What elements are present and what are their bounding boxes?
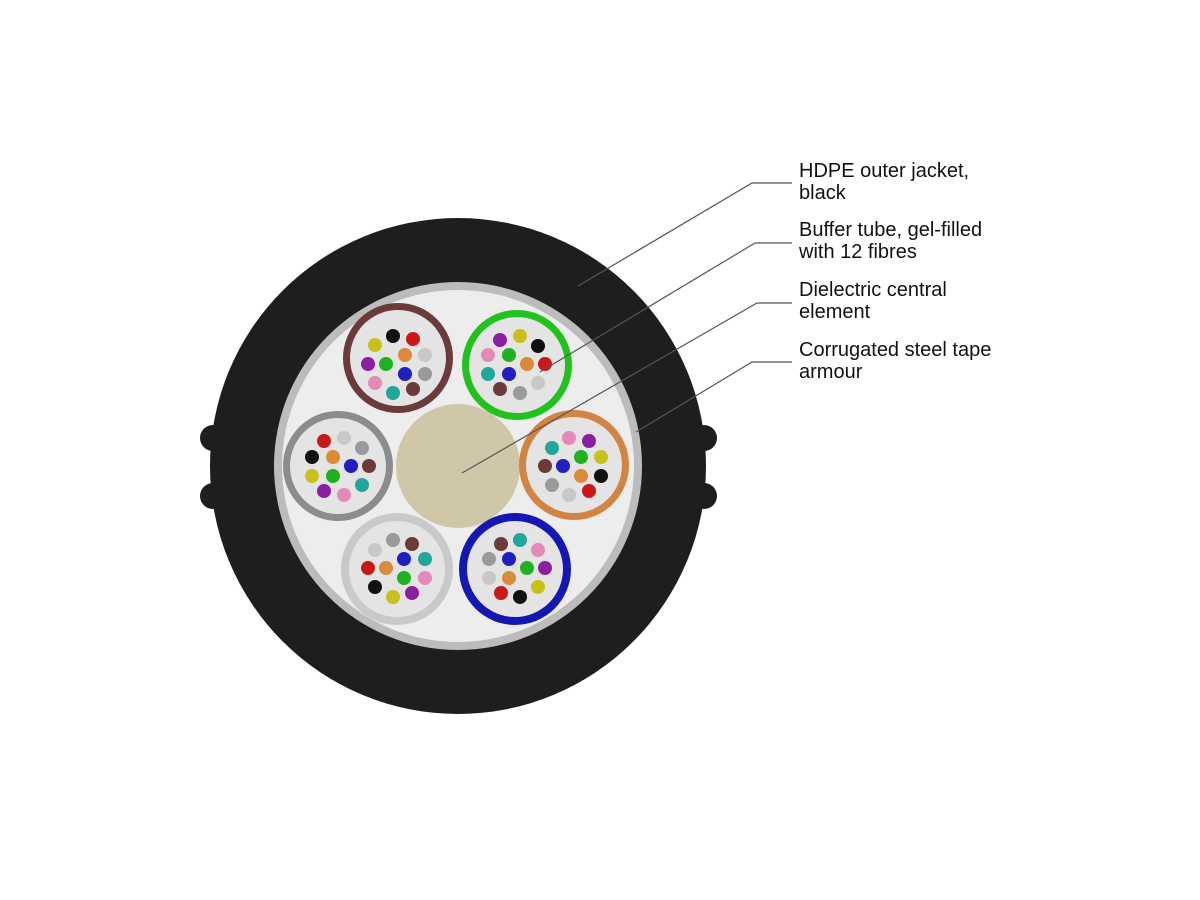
fibre <box>379 357 393 371</box>
fibre <box>594 450 608 464</box>
label-central-element-line2: element <box>799 301 871 323</box>
fibre <box>398 367 412 381</box>
fibre <box>326 469 340 483</box>
fibre <box>326 450 340 464</box>
fibre <box>502 571 516 585</box>
fibre <box>520 357 534 371</box>
fibre <box>337 431 351 445</box>
fibre <box>502 552 516 566</box>
dielectric-central-element <box>396 404 520 528</box>
fibre <box>582 484 596 498</box>
label-jacket: HDPE outer jacket, black <box>799 160 975 204</box>
fibre <box>531 339 545 353</box>
label-jacket-line2: black <box>799 182 847 204</box>
fibre <box>398 348 412 362</box>
buffer-tube-right <box>519 410 629 520</box>
fibre <box>386 386 400 400</box>
label-armour: Corrugated steel tape armour <box>799 339 997 383</box>
fibre <box>418 571 432 585</box>
fibre <box>344 459 358 473</box>
fibre <box>493 382 507 396</box>
label-buffer-tube: Buffer tube, gel-filled with 12 fibres <box>798 219 988 263</box>
fibre <box>397 571 411 585</box>
fibre <box>494 537 508 551</box>
leader-line-jacket <box>577 182 792 287</box>
leader-line-buffer-tube <box>539 242 792 373</box>
fibre <box>361 561 375 575</box>
fibre <box>406 332 420 346</box>
buffer-tube-left <box>283 411 393 521</box>
fibre <box>545 478 559 492</box>
fibre <box>538 459 552 473</box>
fibre <box>406 382 420 396</box>
callout-labels: HDPE outer jacket, black Buffer tube, ge… <box>798 160 997 383</box>
fibre <box>305 469 319 483</box>
fibre <box>481 367 495 381</box>
fibre <box>418 367 432 381</box>
fibre <box>481 348 495 362</box>
fibre <box>513 329 527 343</box>
fibre <box>502 367 516 381</box>
fibre <box>482 552 496 566</box>
fibre <box>386 533 400 547</box>
fibre <box>562 431 576 445</box>
fibre <box>317 484 331 498</box>
fibre <box>368 580 382 594</box>
fibre <box>513 590 527 604</box>
fibre <box>362 459 376 473</box>
fibre <box>418 552 432 566</box>
buffer-tube-bottom-right <box>459 513 571 625</box>
fibre <box>531 580 545 594</box>
fibre <box>305 450 319 464</box>
fibre <box>545 441 559 455</box>
leader-line-armour <box>635 361 792 433</box>
fibre <box>405 586 419 600</box>
buffer-tube-bottom-left <box>341 513 453 625</box>
fibre <box>337 488 351 502</box>
label-central-element: Dielectric central element <box>799 279 952 323</box>
fibre <box>493 333 507 347</box>
label-jacket-line1: HDPE outer jacket, <box>799 160 969 182</box>
buffer-tube-top-left <box>343 303 453 413</box>
fibre <box>379 561 393 575</box>
fibre <box>531 543 545 557</box>
fibre <box>386 329 400 343</box>
fibre <box>494 586 508 600</box>
fibre <box>513 386 527 400</box>
label-buffer-tube-line2: with 12 fibres <box>798 241 917 263</box>
label-buffer-tube-line1: Buffer tube, gel-filled <box>799 219 982 241</box>
fibre <box>594 469 608 483</box>
buffer-tube-top-right <box>462 310 572 420</box>
fibre <box>317 434 331 448</box>
fibre <box>513 533 527 547</box>
fibre <box>502 348 516 362</box>
fibre <box>405 537 419 551</box>
fibre <box>520 561 534 575</box>
fibre <box>368 338 382 352</box>
label-central-element-line1: Dielectric central <box>799 279 947 301</box>
fibre <box>397 552 411 566</box>
fibre <box>574 450 588 464</box>
fibre <box>482 571 496 585</box>
fibre <box>582 434 596 448</box>
leader-lines <box>461 182 792 474</box>
label-armour-line1: Corrugated steel tape <box>799 339 991 361</box>
leader-line-central-element <box>461 302 792 474</box>
fibre <box>556 459 570 473</box>
label-armour-line2: armour <box>799 361 863 383</box>
fibre <box>361 357 375 371</box>
fibre <box>368 543 382 557</box>
fibre <box>386 590 400 604</box>
fibre <box>538 561 552 575</box>
fibre <box>355 478 369 492</box>
fibre <box>574 469 588 483</box>
fibre <box>531 376 545 390</box>
fibre <box>355 441 369 455</box>
fibre <box>562 488 576 502</box>
fibre <box>418 348 432 362</box>
fibre <box>368 376 382 390</box>
